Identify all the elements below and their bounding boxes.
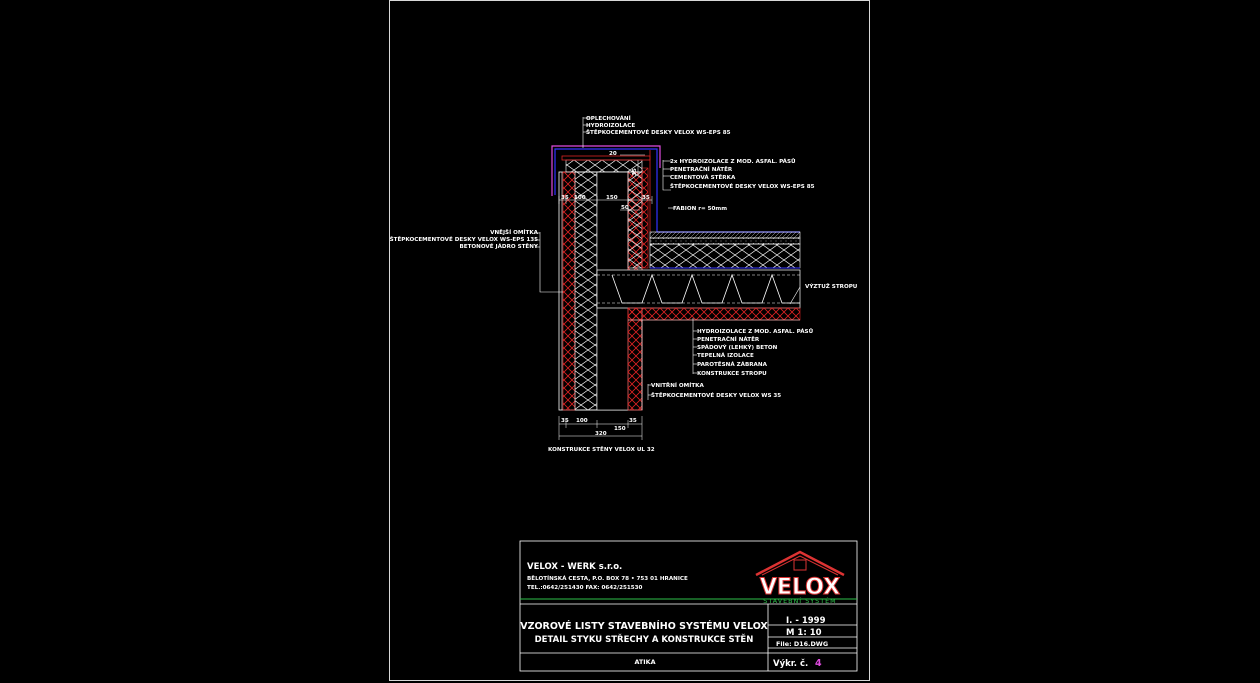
callout-vnitrni-omitka: VNITŘNÍ OMÍTKA xyxy=(651,381,704,389)
callout-vnejsi-omitka: VNĚJŠÍ OMÍTKA xyxy=(490,228,539,236)
parapet-inner-eps xyxy=(627,171,643,269)
ceiling-underlayer-red xyxy=(627,307,801,321)
dim-top-3: 150 xyxy=(606,195,618,201)
callout-roof-tepelna-izolace: TEPELNÁ IZOLACE xyxy=(697,352,754,359)
drawing-sheet xyxy=(389,0,870,681)
callout-eps85-parapet: ŠTĚPKOCEMENTOVÉ DESKY VELOX WS-EPS 85 xyxy=(670,182,815,190)
drawing-scale: M 1: 10 xyxy=(786,628,822,638)
roof-section xyxy=(596,231,801,410)
roof-insulation xyxy=(649,243,801,269)
oplechovani-magenta xyxy=(551,145,661,196)
logo-subtitle: STAVEBNÍ SYSTÉM xyxy=(763,596,836,605)
outer-eps-board xyxy=(574,171,598,411)
company-name: VELOX - WERK s.r.o. xyxy=(527,562,622,572)
sheet-number: 4 xyxy=(815,658,822,669)
velox-logo: VELOX STAVEBNÍ SYSTÉM xyxy=(755,550,845,605)
company-address: BĚLOTÍNSKÁ CESTA, P.O. BOX 78 • 753 01 H… xyxy=(527,574,688,582)
callout-penetracni-parapet: PENETRAČNÍ NÁTĚR xyxy=(670,165,733,173)
dimensions-bottom xyxy=(558,416,643,440)
callout-roof-konstrukce: KONSTRUKCE STROPU xyxy=(697,371,767,377)
callout-vyztuz-stropu: VÝZTUŽ STROPU xyxy=(805,282,858,290)
dim-top-5: 50 xyxy=(621,205,629,211)
title-block xyxy=(519,540,858,672)
drawing-name: ATIKA xyxy=(634,658,655,666)
drawing-title-2: DETAIL STYKU STŘECHY A KONSTRUKCE STĚN xyxy=(535,633,754,645)
wall-label: KONSTRUKCE STĚNY VELOX UL 32 xyxy=(548,445,655,453)
dim-bottom-3: 150 xyxy=(614,426,626,432)
dim-top-2: 100 xyxy=(574,195,586,201)
sheet-label: Výkr. č. xyxy=(773,658,808,669)
dim-bottom-4: 35 xyxy=(629,418,637,424)
callout-cementova-sterka: CEMENTOVÁ STĚRKA xyxy=(670,173,736,181)
parapet-cap-eps xyxy=(565,159,643,173)
callout-fabion: FABION r= 50mm xyxy=(673,206,727,212)
callout-eps135: ŠTĚPKOCEMENTOVÉ DESKY VELOX WS-EPS 135 xyxy=(390,235,538,243)
drawing-title-1: VZOROVÉ LISTY STAVEBNÍHO SYSTÉMU VELOX xyxy=(520,620,768,632)
callout-2x-hydroizolace: 2x HYDROIZOLACE Z MOD. ASFAL. PÁSŮ xyxy=(670,158,796,165)
dim-top-1: 35 xyxy=(561,195,569,201)
dim-top-7: 35 xyxy=(632,168,638,176)
callout-ws35: ŠTĚPKOCEMENTOVÉ DESKY VELOX WS 35 xyxy=(651,391,781,399)
drawing-date: I. - 1999 xyxy=(786,616,826,626)
dim-bottom-total: 320 xyxy=(595,431,607,437)
roof-light-concrete xyxy=(649,237,801,245)
company-contacts: TEL.:0642/251430 FAX: 0642/251530 xyxy=(527,585,643,591)
ceiling-slab xyxy=(596,269,801,309)
callout-betonove-jadro: BETONOVÉ JÁDRO STĚNY xyxy=(459,242,538,250)
roof-screed xyxy=(649,231,801,239)
logo-text: VELOX xyxy=(760,575,840,600)
outer-insulation-red xyxy=(562,171,576,411)
callout-roof-parotesna: PAROTĚSNÁ ZÁBRANA xyxy=(697,360,768,368)
callout-eps85-top: ŠTĚPKOCEMENTOVÉ DESKY VELOX WS-EPS 85 xyxy=(586,128,731,136)
callout-oplechovani: OPLECHOVÁNÍ xyxy=(586,114,631,122)
dim-top-4: 35 xyxy=(642,195,650,201)
dim-bottom-2: 100 xyxy=(576,418,588,424)
callout-roof-hydroizolace: HYDROIZOLACE Z MOD. ASFAL. PÁSŮ xyxy=(697,328,814,335)
callout-roof-penetracni: PENETRAČNÍ NÁTĚR xyxy=(697,335,760,343)
leader-lines xyxy=(535,117,801,400)
dim-bottom-1: 35 xyxy=(561,418,569,424)
callout-roof-spadovy-beton: SPÁDOVÝ (LEHKÝ) BETON xyxy=(697,344,778,351)
dim-top-6: 20 xyxy=(609,151,617,157)
drawing-file: File: D16.DWG xyxy=(776,640,828,648)
callout-hydroizolace: HYDROIZOLACE xyxy=(586,123,635,129)
dimensions-top xyxy=(558,154,653,211)
